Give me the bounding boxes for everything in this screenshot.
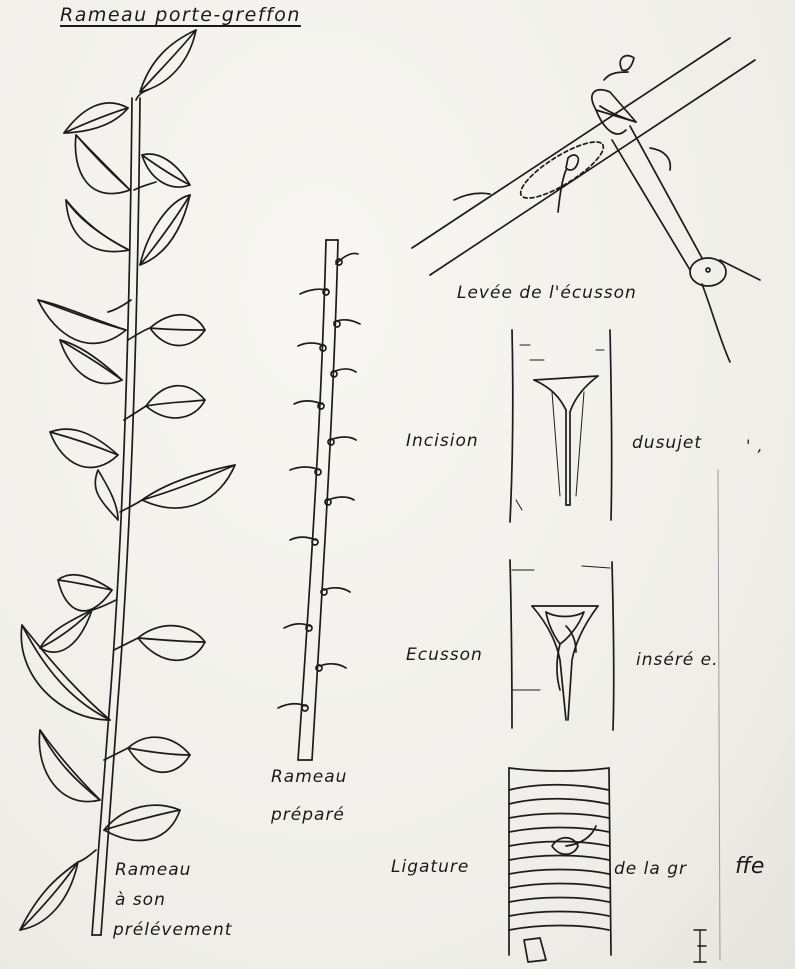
caption-incision: Incision [406, 431, 479, 451]
caption-collected-scion-line3: prélévement [113, 920, 232, 940]
caption-collected-scion-line1: Rameau [115, 860, 191, 880]
caption-binding: Ligature [391, 857, 469, 877]
caption-of-graft-part2: ffe [735, 854, 764, 879]
leaf-group [20, 30, 235, 930]
caption-of-rootstock: dusujet [632, 433, 702, 453]
caption-collected-scion-line2: à son [115, 890, 166, 910]
prepared-scion-drawing [278, 240, 360, 760]
caption-of-graft-part1: de la gr [614, 859, 687, 879]
caption-prepared-scion-line2: préparé [271, 805, 345, 825]
caption-bud-lifting: Levée de l'écusson [457, 283, 637, 303]
page-title: Rameau porte-greffon [60, 4, 301, 26]
caption-prepared-scion-line1: Rameau [271, 767, 347, 787]
caption-punctuation-mark: ' , [746, 436, 764, 455]
caption-inserted: inséré e. [636, 650, 719, 670]
bud-lifting-drawing [412, 38, 760, 362]
inserted-shield-drawing [510, 560, 614, 730]
caption-shield: Ecusson [406, 645, 483, 665]
t-incision-drawing [510, 330, 612, 522]
